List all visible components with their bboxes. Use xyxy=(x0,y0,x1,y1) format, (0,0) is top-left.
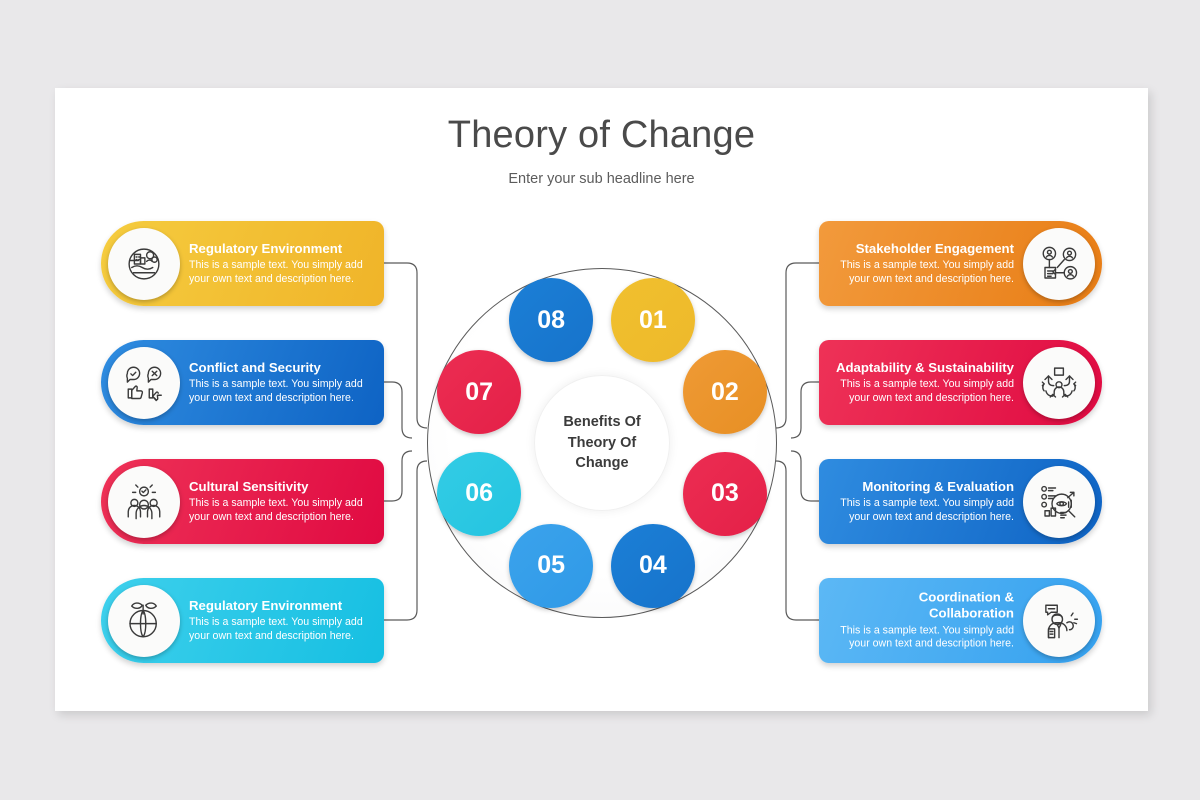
card-text: Conflict and Security This is a sample t… xyxy=(189,359,372,405)
slide-canvas: Theory of Change Enter your sub headline… xyxy=(55,88,1148,711)
card-title: Stakeholder Engagement xyxy=(855,240,1014,256)
card-text: Monitoring & Evaluation This is a sample… xyxy=(831,478,1014,524)
card-body: This is a sample text. You simply add yo… xyxy=(189,377,363,404)
left-card[interactable]: Regulatory Environment This is a sample … xyxy=(101,221,384,306)
thumbs-up-down-icon xyxy=(108,346,180,419)
adaptability-cycle-icon xyxy=(1023,346,1095,419)
stakeholder-network-icon xyxy=(1023,227,1095,300)
left-card[interactable]: Regulatory Environment This is a sample … xyxy=(101,578,384,663)
card-text: Regulatory Environment This is a sample … xyxy=(189,240,372,286)
people-group-icon xyxy=(108,465,180,538)
card-title: Adaptability & Sustainability xyxy=(835,359,1014,375)
card-text: Coordination & Collaboration This is a s… xyxy=(831,589,1014,652)
wheel-node-06[interactable]: 06 xyxy=(437,451,522,536)
center-line-1: Benefits Of xyxy=(563,414,641,431)
wheel-center-label: Benefits Of Theory Of Change xyxy=(534,375,670,511)
wheel-node-01[interactable]: 01 xyxy=(610,278,695,363)
right-card[interactable]: Adaptability & Sustainability This is a … xyxy=(819,340,1102,425)
card-body: This is a sample text. You simply add yo… xyxy=(840,377,1014,404)
connector-lines xyxy=(384,262,819,621)
card-body: This is a sample text. You simply add yo… xyxy=(189,615,363,642)
wheel-node-05[interactable]: 05 xyxy=(509,523,594,608)
magnifier-eye-chart-icon xyxy=(1023,465,1095,538)
card-body: This is a sample text. You simply add yo… xyxy=(840,496,1014,523)
card-body: This is a sample text. You simply add yo… xyxy=(840,258,1014,285)
card-title: Regulatory Environment xyxy=(189,240,343,256)
card-title: Cultural Sensitivity xyxy=(189,478,309,494)
card-text: Adaptability & Sustainability This is a … xyxy=(831,359,1014,405)
center-line-2: Theory Of xyxy=(567,434,637,451)
card-title: Coordination & Collaboration xyxy=(918,589,1014,621)
right-card[interactable]: Stakeholder Engagement This is a sample … xyxy=(819,221,1102,306)
wheel-node-02[interactable]: 02 xyxy=(682,350,767,435)
wheel-node-07[interactable]: 07 xyxy=(437,350,522,435)
right-card[interactable]: Coordination & Collaboration This is a s… xyxy=(819,578,1102,663)
card-title: Monitoring & Evaluation xyxy=(862,478,1014,494)
card-text: Regulatory Environment This is a sample … xyxy=(189,597,372,643)
globe-leaf-icon xyxy=(108,584,180,657)
card-body: This is a sample text. You simply add yo… xyxy=(189,258,363,285)
wheel-node-04[interactable]: 04 xyxy=(610,523,695,608)
wheel-node-03[interactable]: 03 xyxy=(682,451,767,536)
left-card[interactable]: Cultural Sensitivity This is a sample te… xyxy=(101,459,384,544)
card-title: Regulatory Environment xyxy=(189,597,343,613)
card-text: Cultural Sensitivity This is a sample te… xyxy=(189,478,372,524)
wheel-node-08[interactable]: 08 xyxy=(509,278,594,363)
page-subtitle: Enter your sub headline here xyxy=(508,171,695,187)
card-body: This is a sample text. You simply add yo… xyxy=(189,496,363,523)
card-text: Stakeholder Engagement This is a sample … xyxy=(831,240,1014,286)
person-speech-icon xyxy=(1023,584,1095,657)
page-title: Theory of Change xyxy=(447,114,756,156)
left-card[interactable]: Conflict and Security This is a sample t… xyxy=(101,340,384,425)
center-line-3: Change xyxy=(575,455,629,472)
right-card[interactable]: Monitoring & Evaluation This is a sample… xyxy=(819,459,1102,544)
card-title: Conflict and Security xyxy=(189,359,321,375)
city-environment-icon xyxy=(108,227,180,300)
card-body: This is a sample text. You simply add yo… xyxy=(840,624,1014,650)
